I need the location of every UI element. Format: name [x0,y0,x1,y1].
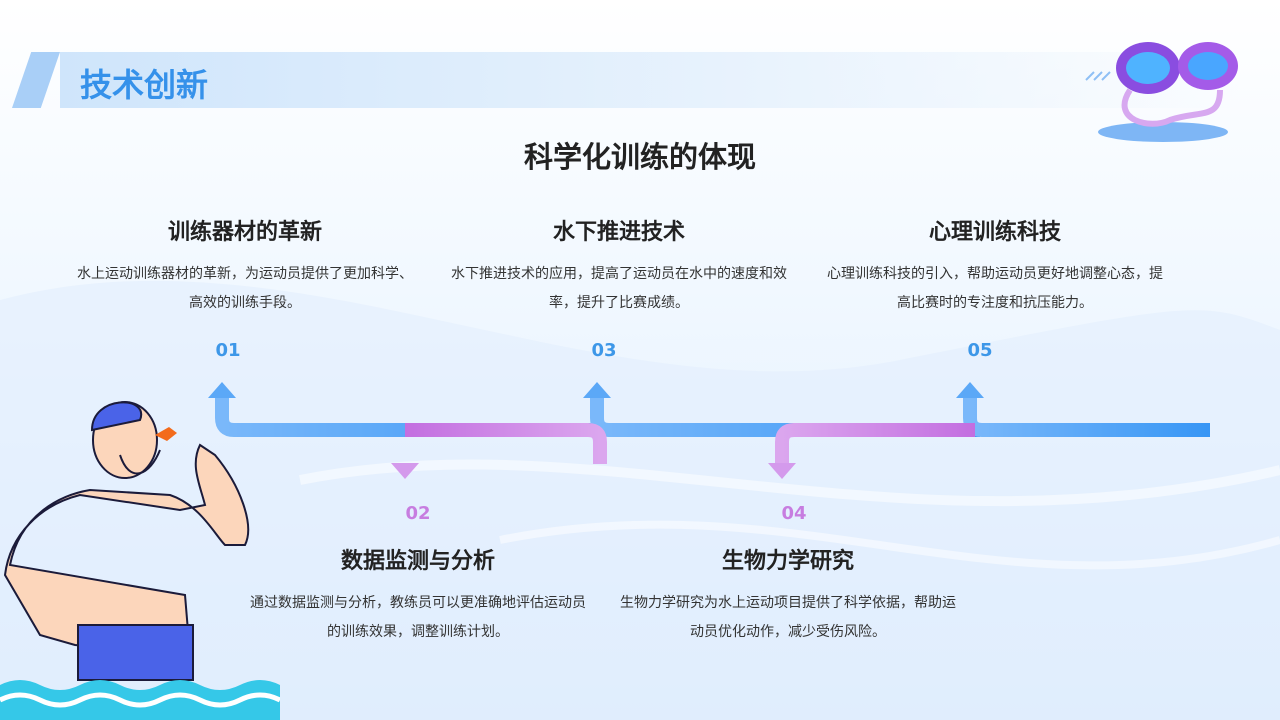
item-title: 生物力学研究 [721,549,854,574]
step-number-03: 03 [591,340,617,361]
goggles-icon [1085,42,1238,142]
item-desc: 水上运动训练器材的革新，为运动员提供了更加科学、高效的训练手段。 [77,266,413,311]
item-desc: 生物力学研究为水上运动项目提供了科学依据，帮助运动员优化动作，减少受伤风险。 [620,595,956,640]
arrow-02 [391,423,607,479]
item-04: 生物力学研究生物力学研究为水上运动项目提供了科学依据，帮助运动员优化动作，减少受… [618,543,958,647]
item-title: 水下推进技术 [552,220,685,245]
item-05: 心理训练科技心理训练科技的引入，帮助运动员更好地调整心态，提高比赛时的专注度和抗… [825,214,1165,318]
item-02: 数据监测与分析通过数据监测与分析，教练员可以更准确地评估运动员的训练效果，调整训… [248,543,588,647]
arrow-05 [956,382,1210,437]
step-number-01: 01 [215,340,241,361]
item-title: 心理训练科技 [928,220,1061,245]
main-title: 科学化训练的体现 [523,140,756,174]
arrow-03 [583,382,980,437]
step-number-04: 04 [781,503,807,524]
item-01: 训练器材的革新水上运动训练器材的革新，为运动员提供了更加科学、高效的训练手段。 [75,214,415,318]
step-number-05: 05 [967,340,993,361]
item-03: 水下推进技术水下推进技术的应用，提高了运动员在水中的速度和效率，提升了比赛成绩。 [449,214,789,318]
header-bar [60,52,1240,108]
arrow-04 [768,423,975,479]
section-title: 技术创新 [80,66,209,104]
item-title: 训练器材的革新 [167,220,322,245]
swimmer-coach-illustration [0,401,280,720]
item-desc: 通过数据监测与分析，教练员可以更准确地评估运动员的训练效果，调整训练计划。 [250,595,586,640]
item-desc: 心理训练科技的引入，帮助运动员更好地调整心态，提高比赛时的专注度和抗压能力。 [827,266,1163,311]
step-number-02: 02 [405,503,431,524]
item-title: 数据监测与分析 [340,549,495,574]
arrow-01 [208,382,600,437]
item-desc: 水下推进技术的应用，提高了运动员在水中的速度和效率，提升了比赛成绩。 [451,266,787,311]
